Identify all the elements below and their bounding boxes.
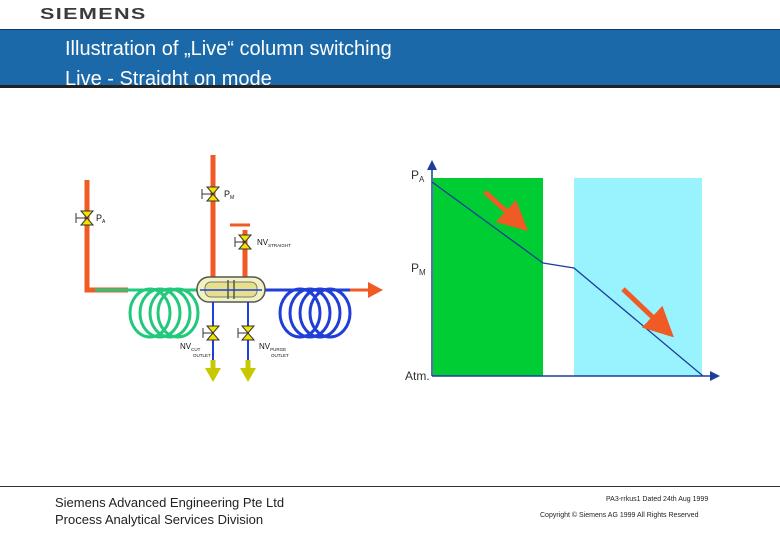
plot-label-pm: PM bbox=[411, 261, 426, 277]
label-outlet-left: OUTLET bbox=[193, 353, 211, 358]
footer-legal-block: PA3-rrkus1 Dated 24th Aug 1999 Copyright… bbox=[540, 492, 708, 524]
valve-nv-straight bbox=[234, 234, 253, 250]
column-2-flow-arrow bbox=[621, 287, 674, 338]
valve-pa bbox=[75, 210, 95, 226]
valve-nv-cut bbox=[202, 325, 221, 341]
label-pm: PM bbox=[224, 189, 234, 201]
label-nv-cut: NVCUT bbox=[180, 342, 201, 352]
live-t-piece bbox=[196, 276, 266, 303]
column-1-flow-arrow bbox=[483, 190, 529, 232]
footer-company: Siemens Advanced Engineering Pte Ltd bbox=[55, 495, 285, 510]
cut-outlet-arrow bbox=[205, 368, 221, 382]
plot-column-1-region bbox=[433, 178, 543, 376]
footer-doc-ref: PA3-rrkus1 Dated 24th Aug 1999 bbox=[606, 496, 709, 503]
label-nv-straight: NVSTRAIGHT bbox=[257, 238, 291, 248]
column-outlet-arrow bbox=[368, 282, 383, 298]
footer-division: Process Analytical Services Division bbox=[55, 512, 264, 527]
column-2 bbox=[262, 287, 370, 339]
label-pa: PA bbox=[96, 213, 106, 225]
pressure-plot: PA PM Atm. bbox=[405, 160, 720, 383]
plot-label-pa: PA bbox=[411, 168, 425, 184]
page-title: Illustration of „Live“ column switching bbox=[65, 38, 392, 60]
footer-divider bbox=[0, 486, 780, 487]
label-outlet-right: OUTLET bbox=[271, 353, 289, 358]
footer-copyright: Copyright © Siemens AG 1999 All Rights R… bbox=[540, 512, 699, 519]
valve-pm bbox=[201, 186, 221, 202]
column-1 bbox=[95, 287, 200, 339]
valve-nv-purge bbox=[237, 325, 256, 341]
plot-y-axis-arrow bbox=[427, 160, 437, 170]
label-nv-purge: NVPURGE bbox=[259, 342, 286, 352]
purge-outlet-arrow bbox=[240, 368, 256, 382]
siemens-logo: SIEMENS bbox=[40, 6, 147, 23]
footer-company-block: Siemens Advanced Engineering Pte Ltd Pro… bbox=[55, 494, 284, 528]
column-switching-schematic: PA PM NVSTRAIGHT NVCUT OUTLET NVPURGE OU… bbox=[75, 155, 383, 382]
title-bar: Illustration of „Live“ column switching … bbox=[0, 29, 780, 88]
page-subtitle: Live - Straight on mode bbox=[65, 68, 272, 88]
plot-x-axis-arrow bbox=[710, 371, 720, 381]
plot-label-atm: Atm. bbox=[405, 369, 430, 383]
carrier-line-pa bbox=[84, 180, 128, 293]
plot-column-2-region bbox=[574, 178, 702, 376]
pressure-profile-line bbox=[431, 181, 704, 377]
